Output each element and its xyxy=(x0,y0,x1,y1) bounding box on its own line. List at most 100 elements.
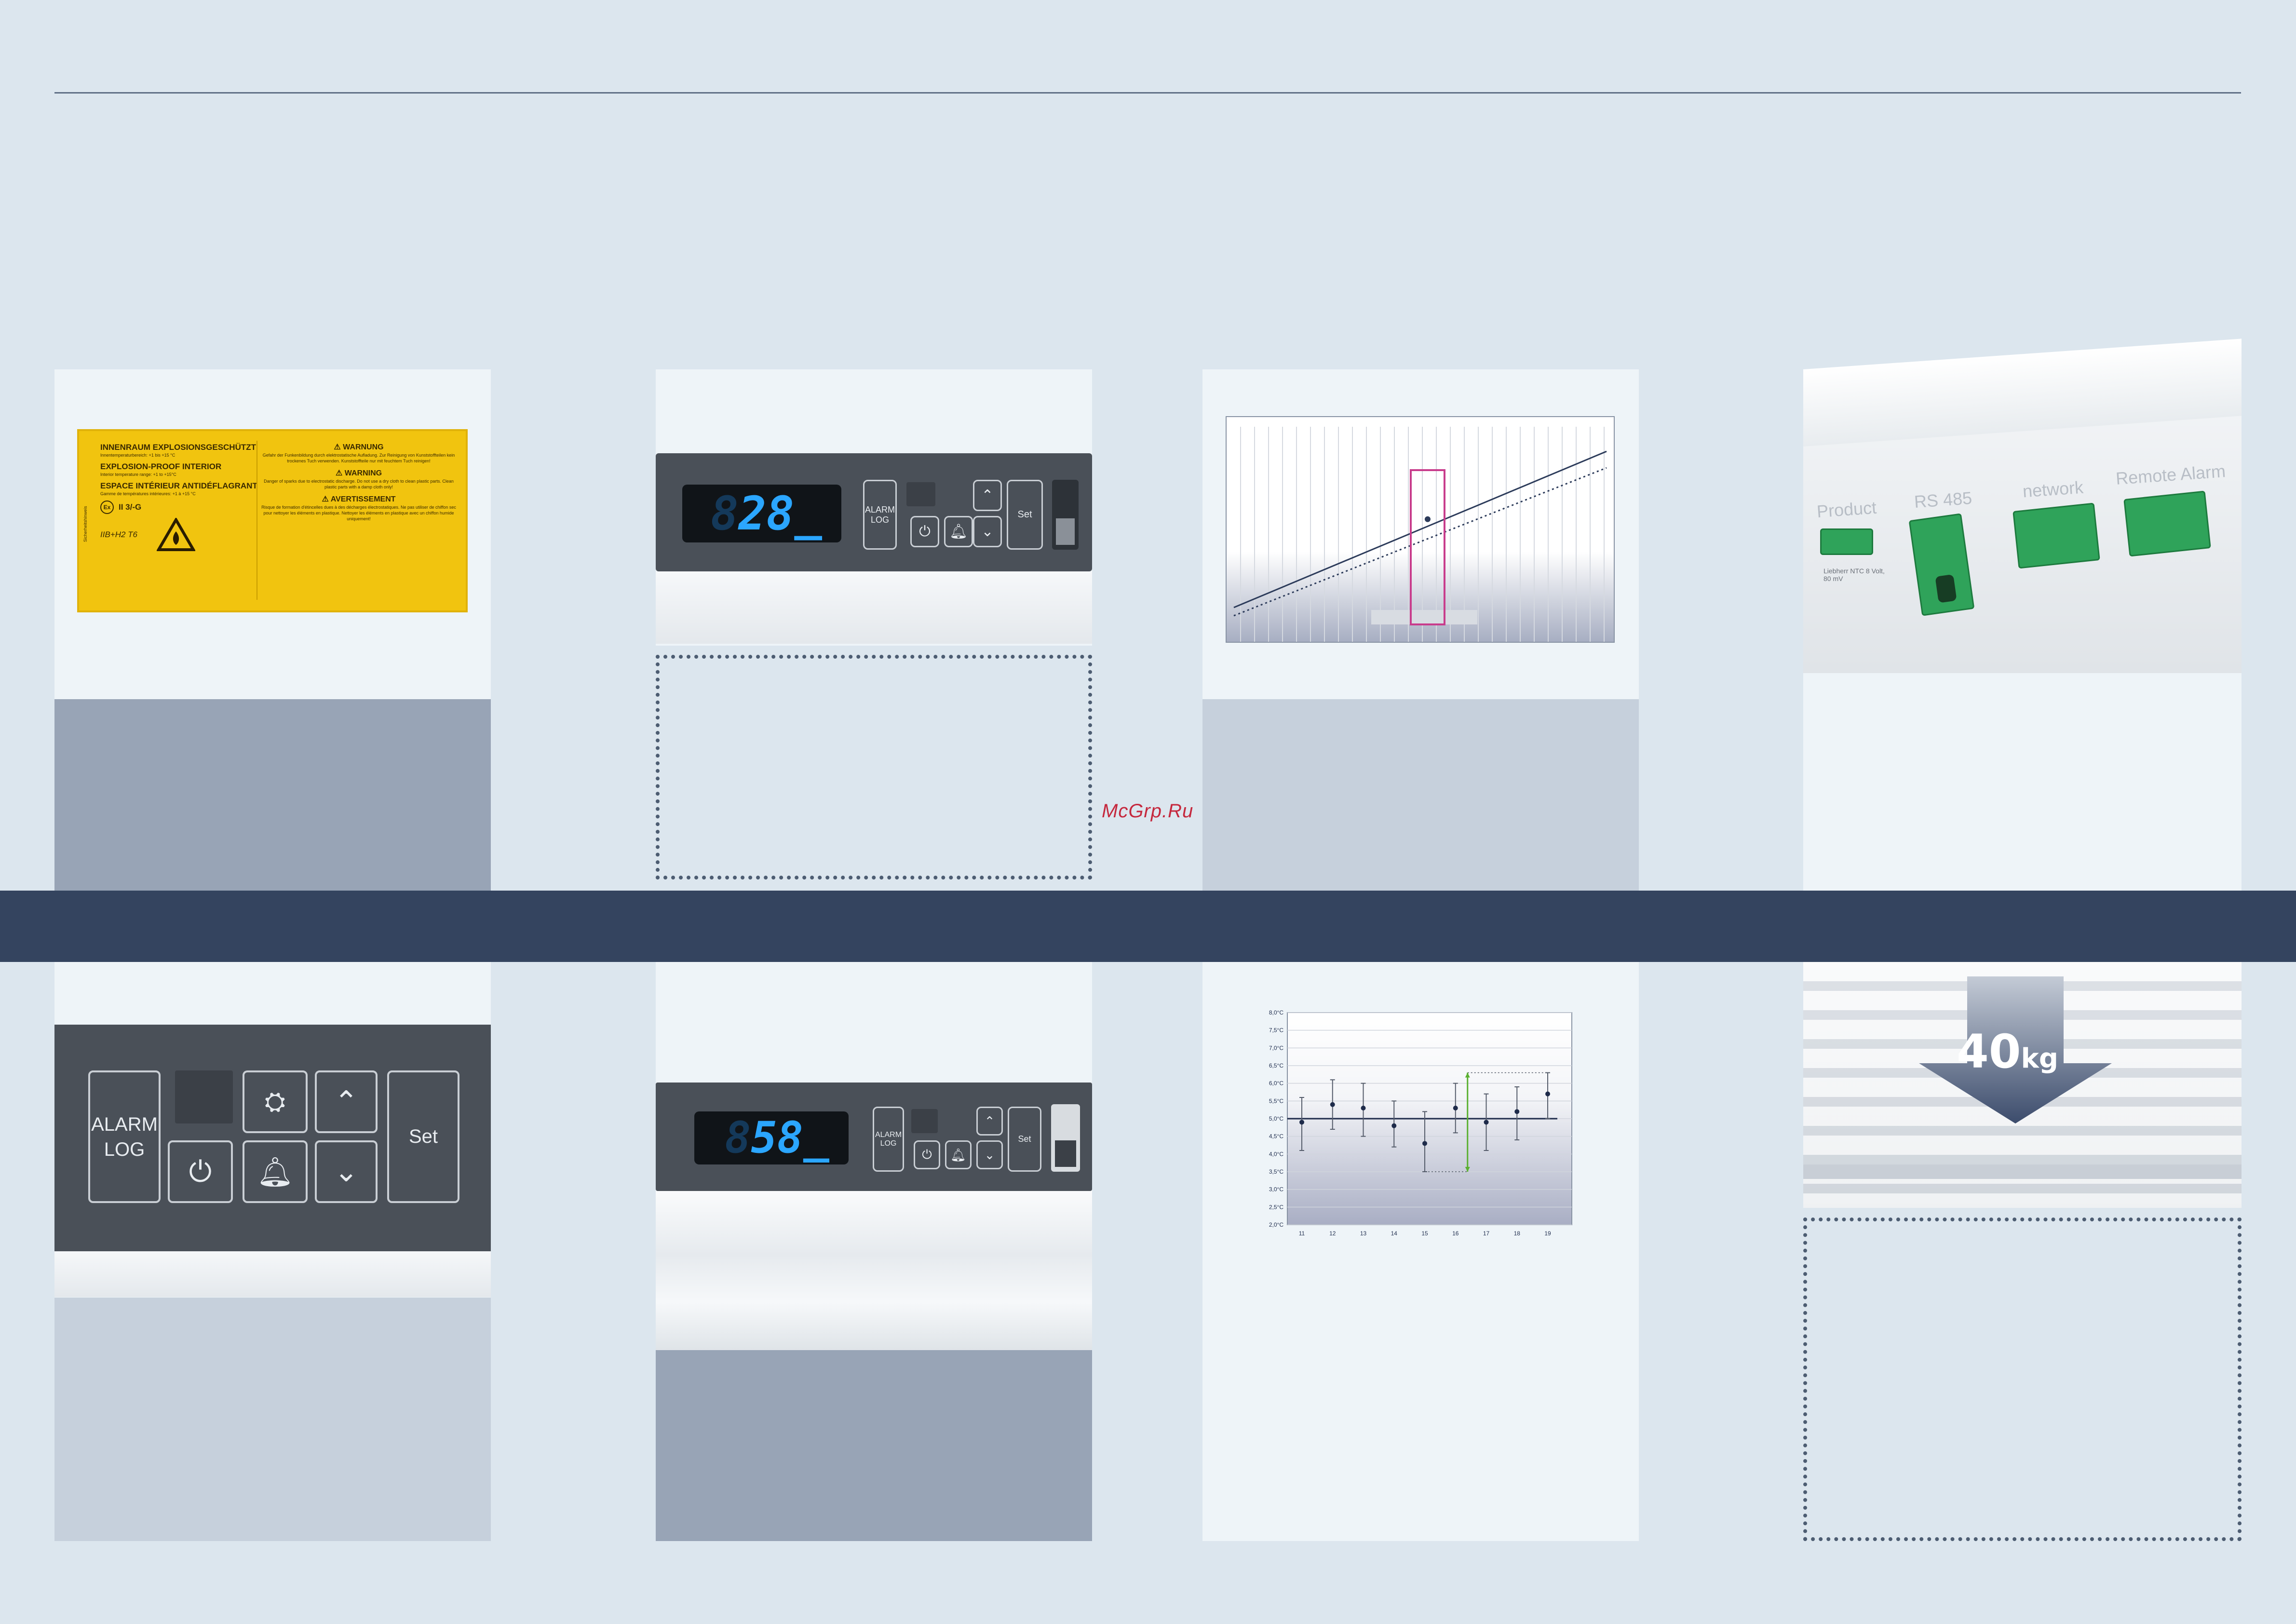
x-tick-label: 11 xyxy=(1299,1230,1305,1237)
x-tick-label: 18 xyxy=(1514,1230,1521,1237)
series-line xyxy=(1233,467,1607,617)
shelf-glass xyxy=(1803,1164,2242,1179)
y-tick-label: 2,5°C xyxy=(1269,1204,1283,1210)
y-tick-label: 2,0°C xyxy=(1269,1221,1283,1228)
bell-icon[interactable]: 🔔︎ xyxy=(945,1140,972,1169)
x-tick-label: 14 xyxy=(1391,1230,1398,1237)
highlight-box xyxy=(1409,469,1445,625)
y-tick-label: 6,0°C xyxy=(1269,1080,1283,1087)
sticker-warning-text: Risque de formation d'étincelles dues à … xyxy=(261,505,456,521)
bell-icon[interactable]: 🔔︎ xyxy=(944,516,973,547)
connector-label: RS 485 xyxy=(1913,487,1973,512)
power-icon[interactable]: ⏻ xyxy=(910,516,939,547)
product-connector[interactable] xyxy=(1820,528,1873,555)
arrow-up-icon[interactable]: ⌃ xyxy=(976,1107,1003,1136)
display-prefix: 8 xyxy=(725,1112,751,1163)
arrow-down-icon[interactable]: ⌄ xyxy=(315,1140,378,1203)
warning-triangle-icon: ⚠ xyxy=(334,443,341,451)
set-button[interactable]: Set xyxy=(1007,480,1043,550)
defrost-icon[interactable]: ⛭ xyxy=(243,1070,308,1133)
weight-value: 40 xyxy=(1957,1025,2021,1079)
line-chart-svg xyxy=(1227,417,1614,642)
sticker-left-column: INNENRAUM EXPLOSIONSGESCHÜTZT Innentempe… xyxy=(100,443,259,552)
sticker-warning-title: AVERTISSEMENT xyxy=(330,495,396,503)
arrow-up-icon[interactable]: ⌃ xyxy=(973,480,1002,511)
indicator-window xyxy=(906,482,935,506)
line-chart xyxy=(1226,416,1615,643)
sticker-title: EXPLOSION-PROOF INTERIOR xyxy=(100,462,222,471)
alarm-log-button[interactable]: ALARM LOG xyxy=(873,1107,904,1172)
switch[interactable] xyxy=(1056,518,1075,545)
weight-unit: kg xyxy=(2021,1043,2058,1074)
ex-icon: Ex xyxy=(100,501,114,514)
warning-triangle-icon: ⚠ xyxy=(335,469,343,477)
connector-label: Product xyxy=(1816,497,1877,522)
shelf-edge xyxy=(54,1249,491,1297)
x-tick-label: 15 xyxy=(1421,1230,1428,1237)
temperature-display: 828_ xyxy=(682,485,841,542)
data-point xyxy=(1422,1141,1427,1146)
display-prefix: 8 xyxy=(710,487,739,541)
alarm-log-button[interactable]: ALARM LOG xyxy=(863,480,897,550)
data-point xyxy=(1330,1102,1335,1107)
top-divider xyxy=(54,92,2241,94)
data-point xyxy=(1545,1091,1550,1096)
card-connectors: Product RS 485 network Remote Alarm Lieb… xyxy=(1803,338,2242,673)
y-tick-label: 6,5°C xyxy=(1269,1062,1283,1069)
shelf-edge xyxy=(656,571,1092,644)
data-point xyxy=(1484,1120,1489,1125)
ex-marking: II 3/-G xyxy=(119,502,142,512)
y-tick-label: 8,0°C xyxy=(1269,1009,1283,1016)
arrow-down-icon[interactable]: ⌄ xyxy=(973,516,1002,547)
network-connector[interactable] xyxy=(2012,502,2100,569)
indicator-window xyxy=(175,1070,233,1123)
ex-group: IIB+H2 T6 xyxy=(100,530,138,539)
arrow-up-icon[interactable]: ⌃ xyxy=(315,1070,378,1133)
section-band xyxy=(0,891,2296,962)
sticker-title: INNENRAUM EXPLOSIONSGESCHÜTZT xyxy=(100,443,257,452)
power-icon[interactable]: ⏻ xyxy=(914,1140,940,1169)
x-tick-label: 17 xyxy=(1483,1230,1490,1237)
weight-label: 40kg xyxy=(1957,1025,2058,1079)
connector-note: Liebherr NTC 8 Volt, 80 mV xyxy=(1823,567,1885,582)
alarm-log-button[interactable]: ALARM LOG xyxy=(88,1070,161,1203)
warning-triangle-icon: ⚠ xyxy=(322,495,329,503)
sticker-title: ESPACE INTÉRIEUR ANTIDÉFLAGRANT xyxy=(100,481,257,490)
bell-icon[interactable]: 🔔︎ xyxy=(243,1140,308,1203)
shelf-edge xyxy=(656,1191,1092,1350)
set-button[interactable]: Set xyxy=(387,1070,459,1203)
card-caption-5 xyxy=(54,1298,491,1541)
card-dotted-2 xyxy=(1803,1218,2242,1541)
connector-label: network xyxy=(2022,477,2084,501)
display-value: 58 xyxy=(751,1112,803,1163)
flammable-warning-icon xyxy=(157,518,196,551)
sticker-warning-text: Gefahr der Funkenbildung durch elektrost… xyxy=(262,453,455,463)
marker-point xyxy=(1424,516,1431,522)
sticker-note: Gamme de températures intérieures: +1 à … xyxy=(100,491,196,496)
switch[interactable] xyxy=(1055,1140,1076,1167)
y-tick-label: 4,0°C xyxy=(1269,1150,1283,1157)
card-caption-1 xyxy=(54,699,491,891)
y-tick-label: 4,5°C xyxy=(1269,1133,1283,1140)
data-point xyxy=(1514,1109,1520,1114)
down-arrow-icon xyxy=(1919,976,2112,1123)
card-caption-4 xyxy=(1803,673,2242,891)
y-tick-label: 3,5°C xyxy=(1269,1168,1283,1175)
arrow-down-icon[interactable]: ⌄ xyxy=(976,1140,1003,1169)
remote-alarm-connector[interactable] xyxy=(2123,490,2211,557)
range-arrow-down xyxy=(1465,1167,1470,1172)
warning-sticker: Sicherheitshinweis INNENRAUM EXPLOSIONSG… xyxy=(77,429,468,612)
sticker-right-column: ⚠ WARNUNG Gefahr der Funkenbildung durch… xyxy=(257,443,460,527)
series-line xyxy=(1233,450,1607,609)
y-tick-label: 7,5°C xyxy=(1269,1027,1283,1034)
set-button[interactable]: Set xyxy=(1008,1107,1041,1172)
x-tick-label: 16 xyxy=(1452,1230,1459,1237)
x-tick-label: 19 xyxy=(1544,1230,1551,1237)
power-icon[interactable]: ⏻ xyxy=(168,1140,233,1203)
data-point xyxy=(1453,1106,1458,1110)
indicator-window xyxy=(911,1109,938,1133)
errorbar-chart: 2,0°C2,5°C3,0°C3,5°C4,0°C4,5°C5,0°C5,5°C… xyxy=(1269,1009,1572,1237)
rs485-connector[interactable] xyxy=(1908,513,1975,616)
control-panel-closeup: ALARM LOG ⛭ ⌃ ⏻ 🔔︎ ⌄ Set xyxy=(54,1025,491,1251)
card-shelf-load: 40kg xyxy=(1803,962,2242,1208)
